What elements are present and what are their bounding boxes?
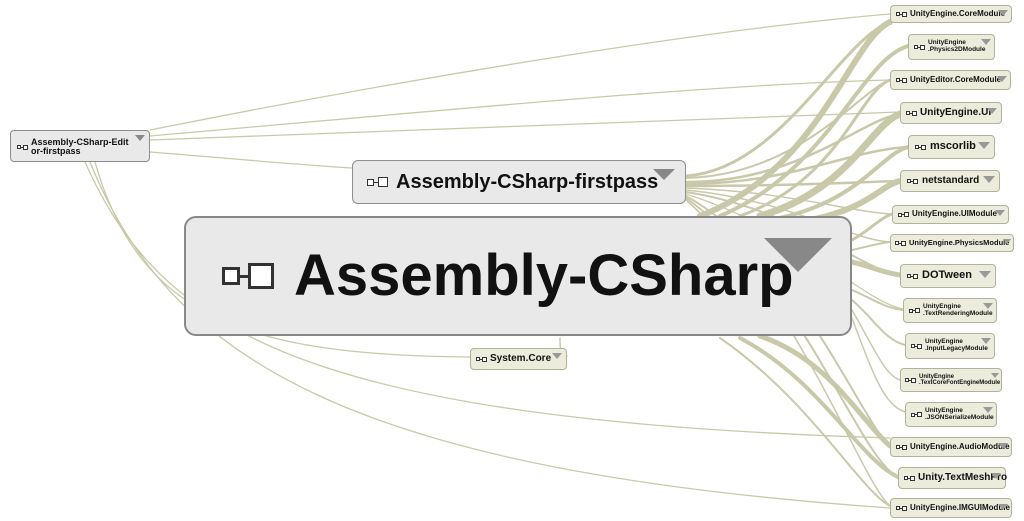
assembly-icon xyxy=(911,343,922,349)
expand-arrow-icon[interactable] xyxy=(997,76,1007,82)
expand-arrow-icon[interactable] xyxy=(991,373,999,378)
node-unityeditor-coremodule[interactable]: UnityEditor.CoreModule xyxy=(890,70,1011,90)
expand-arrow-icon[interactable] xyxy=(991,473,1001,479)
node-label: Assembly-CSharp xyxy=(294,242,794,308)
node-label: UnityEngine.UI xyxy=(920,106,992,118)
node-label: Unity.TextMeshPro xyxy=(918,471,1008,483)
node-label: Assembly-CSharp-Editor-firstpass xyxy=(31,136,129,156)
expand-arrow-icon[interactable] xyxy=(1003,239,1011,244)
node-assembly-csharp-firstpass[interactable]: Assembly-CSharp-firstpass xyxy=(352,160,686,204)
node-label: UnityEngine .TextCoreFontEngineModule xyxy=(919,373,1001,386)
node-label: mscorlib xyxy=(930,140,976,153)
expand-arrow-icon[interactable] xyxy=(983,176,995,183)
node-label: UnityEngine.PhysicsModule xyxy=(909,238,1010,248)
node-label: UnityEngine.CoreModule xyxy=(910,8,1006,18)
expand-arrow-icon[interactable] xyxy=(987,108,997,114)
node-unityengine-physicsmodule[interactable]: UnityEngine.PhysicsModule xyxy=(890,234,1014,252)
assembly-icon xyxy=(222,263,274,289)
node-unityengine-ui[interactable]: UnityEngine.UI xyxy=(900,102,1002,124)
assembly-icon xyxy=(911,412,922,417)
expand-arrow-icon[interactable] xyxy=(998,10,1008,16)
expand-arrow-icon[interactable] xyxy=(653,169,675,180)
node-unityengine-audiomodule[interactable]: UnityEngine.AudioModule xyxy=(890,437,1012,457)
expand-arrow-icon[interactable] xyxy=(135,135,145,141)
node-assembly-csharp-editor-firstpass[interactable]: Assembly-CSharp-Editor-firstpass xyxy=(10,130,150,162)
expand-arrow-icon[interactable] xyxy=(764,238,832,272)
assembly-icon xyxy=(904,475,915,481)
assembly-icon xyxy=(896,505,907,511)
node-assembly-csharp[interactable]: Assembly-CSharp xyxy=(184,216,852,336)
assembly-icon xyxy=(907,273,918,279)
node-mscorlib[interactable]: mscorlib xyxy=(908,135,995,159)
expand-arrow-icon[interactable] xyxy=(983,407,993,413)
node-unityengine-textcorefontenginemodule[interactable]: UnityEngine .TextCoreFontEngineModule xyxy=(900,368,1002,392)
node-label: UnityEngine .TextRenderingModule xyxy=(923,302,993,317)
expand-arrow-icon[interactable] xyxy=(998,443,1008,449)
node-dotween[interactable]: DOTween xyxy=(900,264,996,288)
node-unityengine-coremodule[interactable]: UnityEngine.CoreModule xyxy=(890,5,1012,23)
node-netstandard[interactable]: netstandard xyxy=(900,170,1000,192)
node-label: UnityEngine .InputLegacyModule xyxy=(925,338,988,352)
node-label: UnityEngine.AudioModule xyxy=(910,441,1010,451)
expand-arrow-icon[interactable] xyxy=(978,142,990,149)
node-label: UnityEngine .JSONSerializeModule xyxy=(925,406,994,421)
assembly-icon xyxy=(896,11,907,17)
node-label: UnityEngine .Physics2DModule xyxy=(928,39,986,53)
assembly-icon xyxy=(367,177,388,187)
assembly-icon xyxy=(909,308,920,313)
node-label: UnityEngine.UIModule xyxy=(912,209,997,219)
node-unityengine-textrenderingmodule[interactable]: UnityEngine .TextRenderingModule xyxy=(903,298,997,323)
assembly-icon xyxy=(895,240,906,246)
node-unity-textmeshpro[interactable]: Unity.TextMeshPro xyxy=(898,467,1008,489)
node-unityengine-inputlegacymodule[interactable]: UnityEngine .InputLegacyModule xyxy=(905,333,995,359)
expand-arrow-icon[interactable] xyxy=(983,303,993,309)
assembly-icon xyxy=(898,212,909,217)
node-label: System.Core xyxy=(490,352,552,364)
assembly-icon xyxy=(906,110,917,116)
expand-arrow-icon[interactable] xyxy=(552,353,562,359)
node-label: DOTween xyxy=(922,269,972,282)
node-label: UnityEngine.IMGUIModule xyxy=(910,502,1010,512)
assembly-icon xyxy=(476,356,487,362)
assembly-icon xyxy=(896,444,907,450)
expand-arrow-icon[interactable] xyxy=(981,39,991,45)
node-label: netstandard xyxy=(922,174,980,186)
node-system-core[interactable]: System.Core xyxy=(470,348,567,370)
node-label: Assembly-CSharp-firstpass xyxy=(396,170,659,193)
assembly-icon xyxy=(17,144,28,150)
assembly-icon xyxy=(914,44,925,50)
node-label: UnityEditor.CoreModule xyxy=(910,74,1002,84)
expand-arrow-icon[interactable] xyxy=(995,210,1005,216)
assembly-icon xyxy=(907,178,918,184)
expand-arrow-icon[interactable] xyxy=(979,271,991,278)
node-unityengine-physics2dmodule[interactable]: UnityEngine .Physics2DModule xyxy=(908,34,995,60)
expand-arrow-icon[interactable] xyxy=(998,504,1008,510)
node-unityengine-uimodule[interactable]: UnityEngine.UIModule xyxy=(892,205,1009,224)
assembly-icon xyxy=(896,77,907,83)
node-unityengine-imguimodule[interactable]: UnityEngine.IMGUIModule xyxy=(890,498,1012,518)
assembly-icon xyxy=(915,144,926,150)
expand-arrow-icon[interactable] xyxy=(981,338,991,344)
node-unityengine-jsonserializemodule[interactable]: UnityEngine .JSONSerializeModule xyxy=(905,402,997,427)
assembly-icon xyxy=(905,377,916,383)
